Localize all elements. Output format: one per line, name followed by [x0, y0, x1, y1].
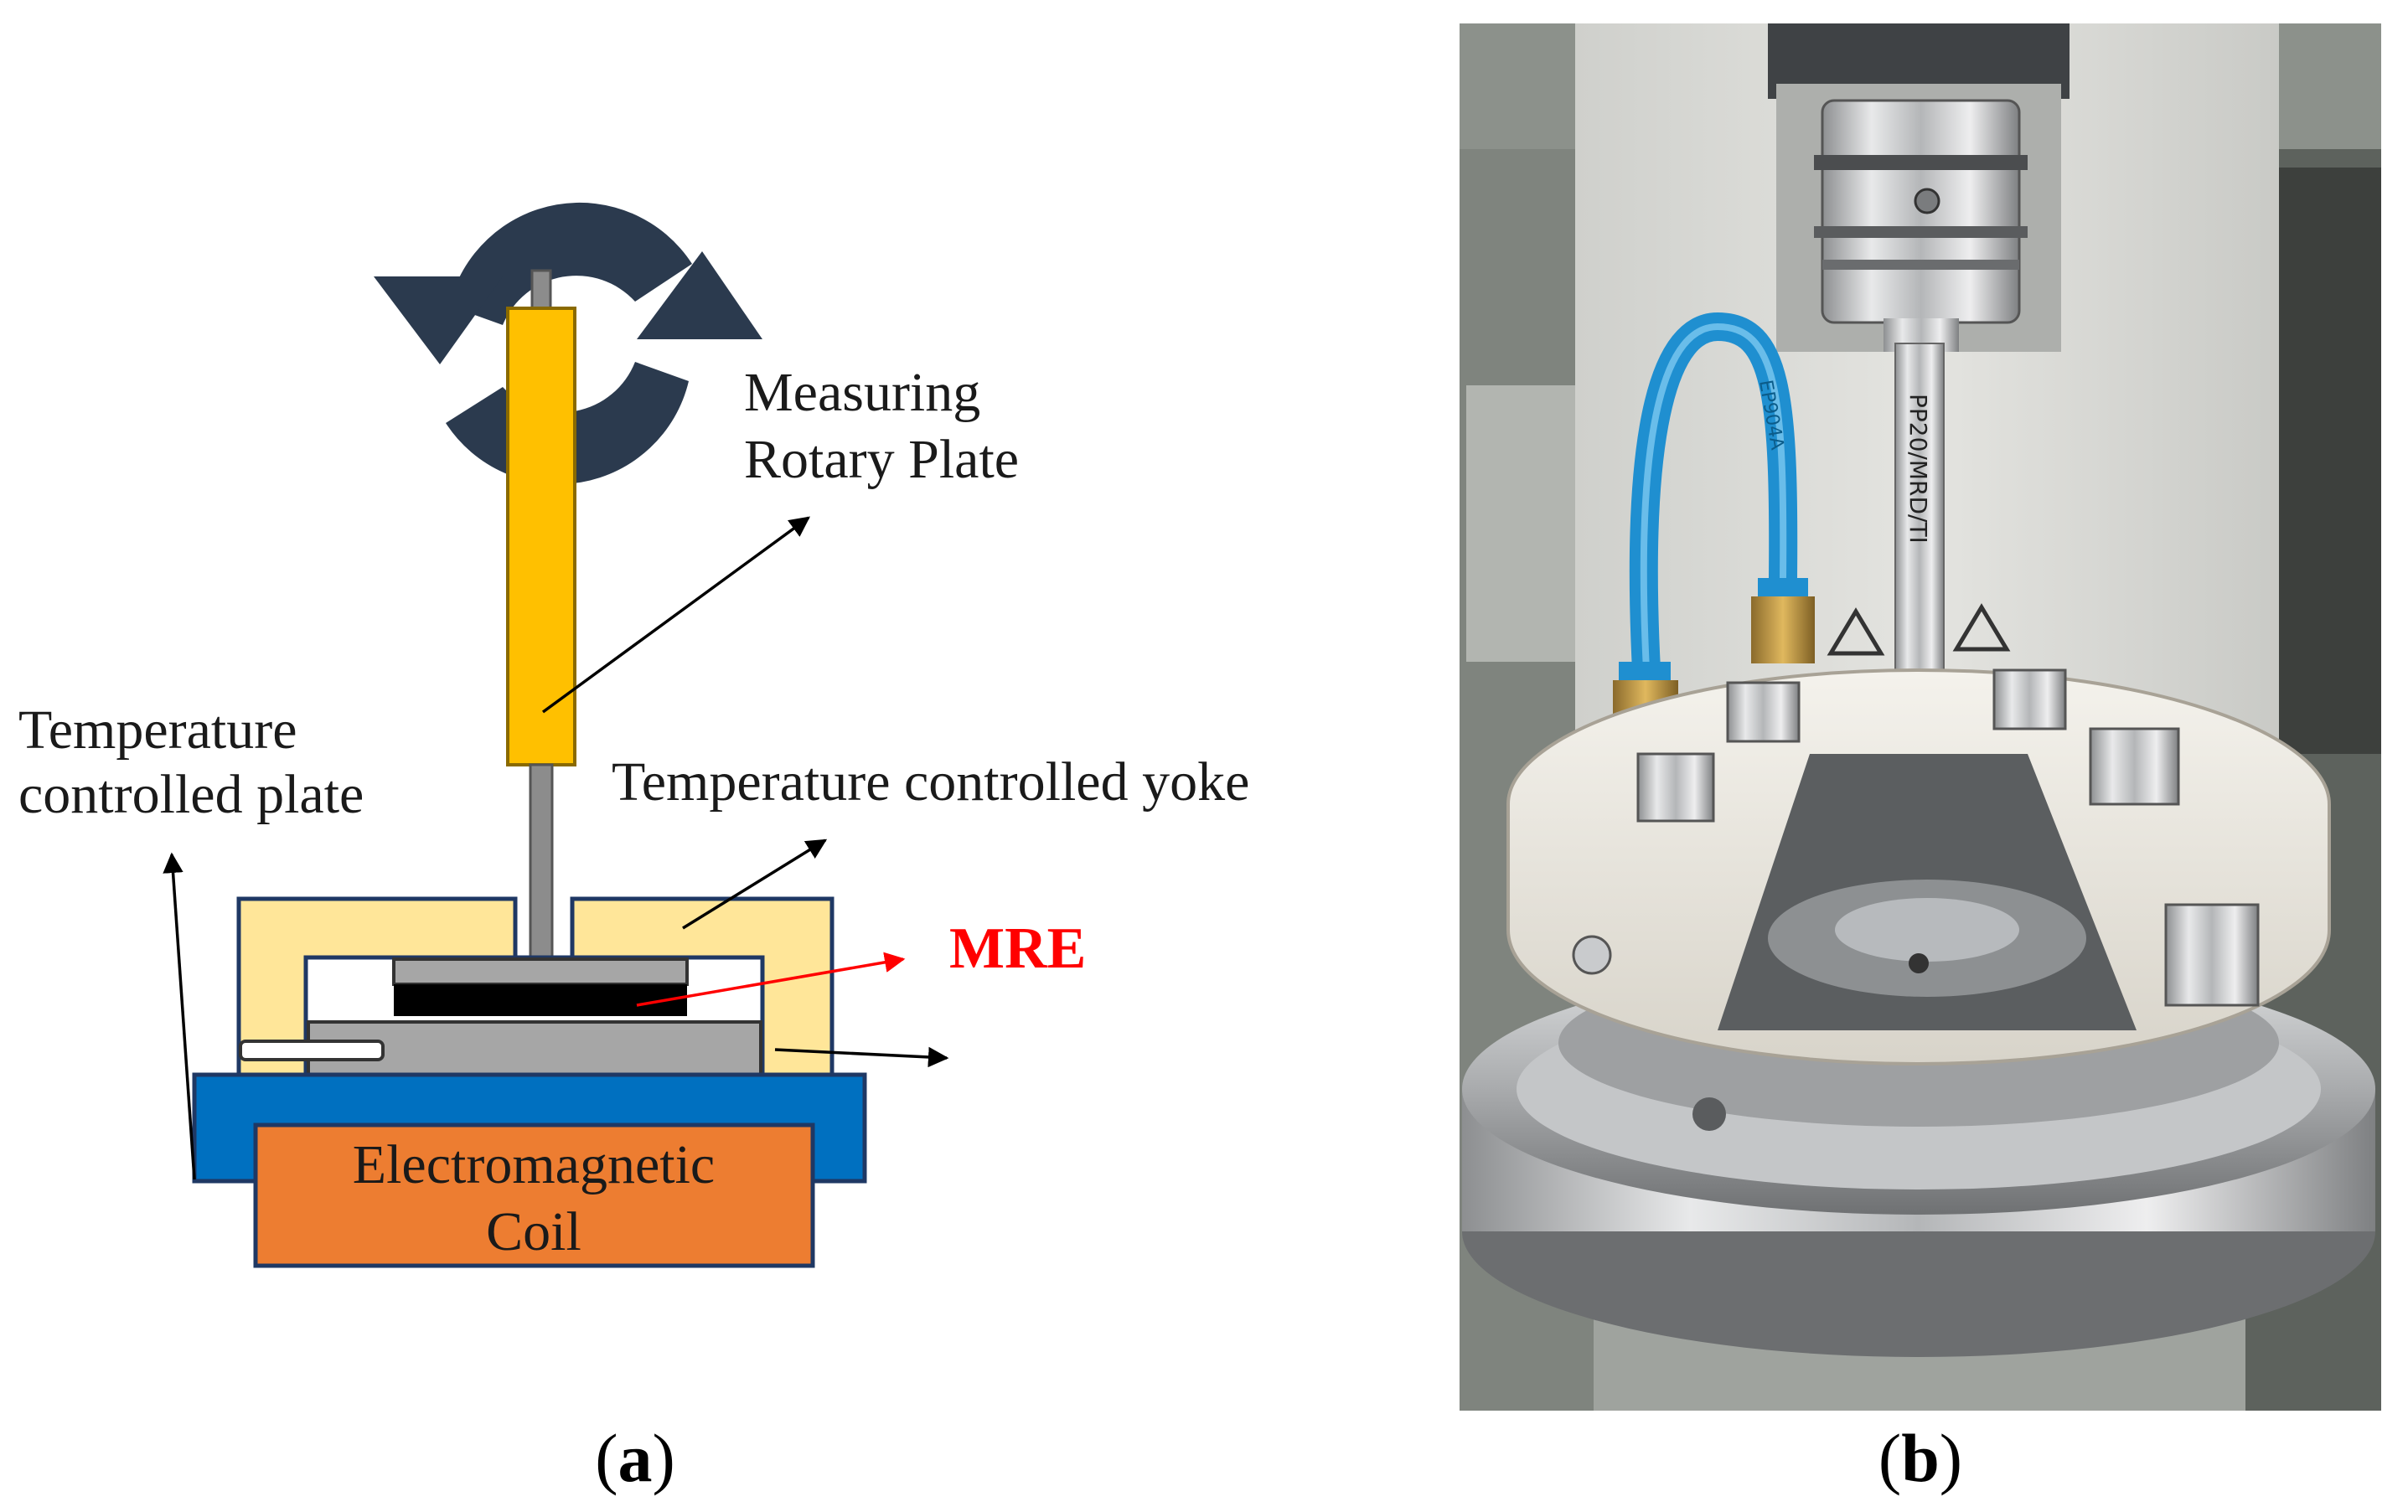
measuring-rotary-plate — [506, 307, 576, 766]
label-yoke: Temperature controlled yoke — [612, 751, 1249, 813]
measuring-shaft — [1894, 343, 1945, 679]
mre-sample — [394, 984, 687, 1016]
arrow-rotary — [541, 516, 810, 714]
panel-a-schematic: Measuring Rotary Plate Temperature contr… — [18, 202, 1249, 1496]
shaft-engraving: PP20/MRD/TI — [1904, 394, 1932, 544]
label-coil-line1: Electromagnetic — [353, 1134, 715, 1195]
arrow-lower-plate — [774, 1046, 949, 1068]
label-coil-line2: Coil — [486, 1201, 581, 1262]
spindle-top — [530, 269, 552, 310]
electromagnetic-coil — [253, 1122, 815, 1268]
plate-tab — [239, 1040, 385, 1061]
arrow-plate — [163, 852, 196, 1180]
panel-b-photo: PP20/MRD/TI EP904A — [1460, 23, 2381, 1411]
upper-sample-plate — [392, 957, 689, 986]
caption-b: (b) — [1878, 1420, 1962, 1496]
spindle-lower — [529, 763, 554, 959]
caption-a: (a) — [595, 1420, 675, 1496]
label-rotary-line2: Rotary Plate — [744, 429, 1019, 490]
brass-fitting-right — [1751, 596, 1815, 663]
label-rotary-line1: Measuring — [744, 362, 980, 423]
arrow-mre — [636, 952, 906, 1007]
label-plate-line1: Temperature — [18, 699, 297, 761]
arrow-yoke — [682, 839, 828, 930]
hex-nuts — [1636, 668, 2180, 823]
label-plate-line2: controlled plate — [18, 764, 364, 825]
label-mre: MRE — [949, 916, 1086, 981]
